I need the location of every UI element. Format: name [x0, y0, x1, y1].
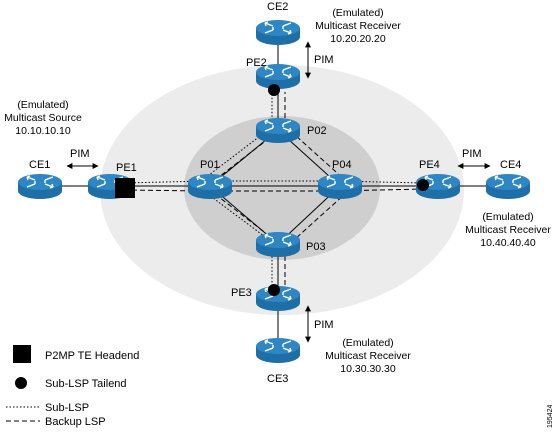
legend-backup-label: Backup LSP [45, 416, 106, 428]
router-ce2 [255, 19, 301, 46]
label-p02: P02 [307, 125, 327, 137]
legend-headend-swatch [13, 345, 31, 363]
pim-label-pe3-ce3: PIM [314, 319, 334, 331]
svg-text:10.40.40.40: 10.40.40.40 [480, 237, 536, 249]
svg-text:Multicast Receiver: Multicast Receiver [465, 224, 551, 236]
router-ce4 [485, 173, 531, 200]
label-pe4: PE4 [419, 159, 440, 171]
router-p02 [255, 117, 301, 144]
svg-text:(Emulated): (Emulated) [342, 337, 393, 349]
legend-tailend-swatch [15, 377, 27, 389]
label-pe2: PE2 [246, 57, 267, 69]
tailend-marker-pe3 [268, 284, 280, 296]
annotation-receiver-bottom: (Emulated) Multicast Receiver 10.30.30.3… [325, 337, 411, 375]
router-ce3 [255, 337, 301, 364]
pim-label-ce2-pe2: PIM [314, 54, 334, 66]
svg-text:(Emulated): (Emulated) [332, 7, 383, 19]
inner-zone [184, 116, 380, 260]
label-pe3: PE3 [231, 287, 252, 299]
pim-label-pe4-ce4: PIM [462, 148, 482, 160]
tailend-marker-pe2 [268, 84, 280, 96]
svg-text:10.20.20.20: 10.20.20.20 [330, 33, 386, 45]
legend-sublsp-label: Sub-LSP [45, 402, 89, 414]
p2mp-headend-marker [115, 178, 135, 198]
router-p03 [255, 231, 301, 258]
annotation-source: (Emulated) Multicast Source 10.10.10.10 [4, 99, 82, 137]
router-p04 [317, 173, 363, 200]
pim-label-ce1-pe1: PIM [70, 148, 90, 160]
label-ce3: CE3 [267, 373, 288, 385]
router-p01 [187, 173, 233, 200]
svg-text:(Emulated): (Emulated) [17, 99, 68, 111]
label-p03: P03 [306, 241, 326, 253]
svg-text:(Emulated): (Emulated) [482, 211, 533, 223]
svg-text:Multicast Receiver: Multicast Receiver [315, 20, 401, 32]
label-ce1: CE1 [29, 159, 50, 171]
label-ce4: CE4 [500, 159, 521, 171]
svg-text:Multicast Source: Multicast Source [4, 112, 82, 124]
tailend-marker-pe4 [417, 179, 429, 191]
svg-text:10.30.30.30: 10.30.30.30 [340, 363, 396, 375]
annotation-receiver-right: (Emulated) Multicast Receiver 10.40.40.4… [465, 211, 551, 249]
pim-arrows [66, 41, 491, 343]
legend-headend-label: P2MP TE Headend [45, 350, 139, 362]
svg-text:10.10.10.10: 10.10.10.10 [15, 125, 71, 137]
svg-text:Multicast Receiver: Multicast Receiver [325, 350, 411, 362]
figure-number: 195424 [547, 405, 554, 428]
label-p01: P01 [200, 159, 220, 171]
legend: P2MP TE Headend Sub-LSP Tailend Sub-LSP … [6, 345, 139, 428]
router-ce1 [17, 173, 63, 200]
label-ce2: CE2 [267, 1, 288, 13]
label-p04: P04 [332, 159, 352, 171]
annotation-receiver-top: (Emulated) Multicast Receiver 10.20.20.2… [315, 7, 401, 45]
label-pe1: PE1 [116, 162, 137, 174]
legend-tailend-label: Sub-LSP Tailend [45, 378, 127, 390]
